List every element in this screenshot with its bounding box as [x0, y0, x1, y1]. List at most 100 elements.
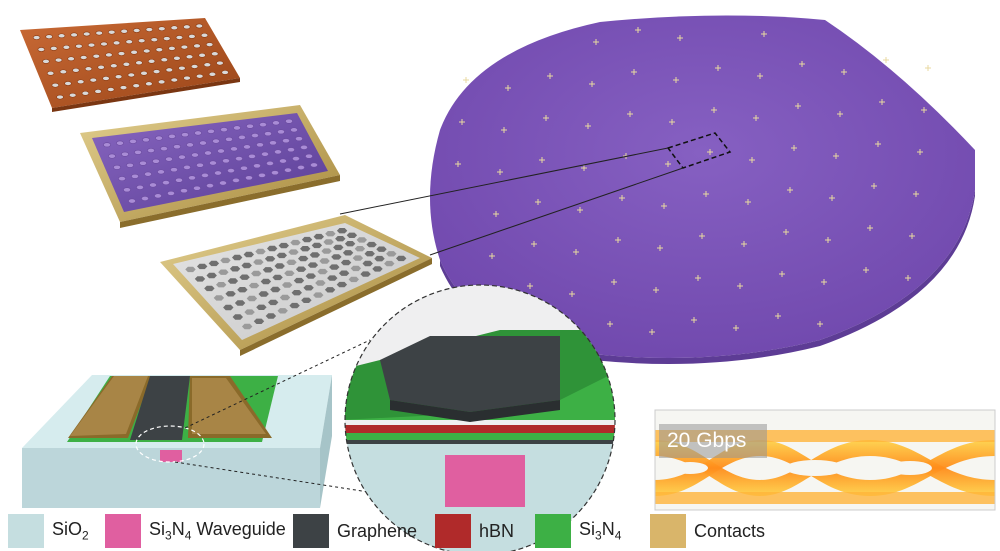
pattern-dot — [147, 58, 156, 64]
alignment-marker — [607, 321, 613, 327]
pattern-dot — [155, 47, 164, 53]
pattern-dot — [118, 176, 126, 182]
pattern-dot — [181, 132, 189, 138]
pattern-dot — [364, 251, 375, 257]
legend-item-si3n4-waveguide: Si3N4 Waveguide — [105, 511, 286, 551]
graphene-strip — [130, 376, 190, 440]
pattern-dot — [229, 266, 241, 272]
alignment-marker — [795, 103, 801, 109]
alignment-marker — [871, 183, 877, 189]
pattern-dot — [183, 24, 191, 30]
pattern-dot — [305, 153, 313, 159]
pattern-dot — [102, 76, 110, 81]
pattern-dot — [152, 69, 161, 74]
pattern-dot — [329, 264, 340, 270]
pattern-dot — [51, 82, 59, 88]
pattern-dot — [255, 248, 266, 255]
pattern-dot — [110, 63, 118, 69]
copper-layer — [20, 18, 240, 108]
alignment-marker — [505, 85, 511, 91]
legend-label: Graphene — [337, 520, 418, 541]
pattern-dot — [208, 71, 217, 77]
alignment-marker — [745, 199, 751, 205]
pattern-dot — [248, 153, 256, 159]
pattern-dot — [46, 70, 55, 76]
pattern-dot — [300, 144, 308, 150]
pattern-dot — [170, 25, 179, 31]
pattern-dot — [76, 79, 85, 85]
pattern-dot — [243, 144, 251, 150]
pattern-dot — [108, 153, 116, 159]
alignment-marker — [913, 191, 919, 197]
pattern-dot — [264, 256, 276, 262]
pattern-dot — [157, 169, 165, 175]
pattern-dot — [223, 304, 234, 311]
pattern-dot — [286, 259, 297, 265]
alignment-marker — [631, 69, 637, 75]
pattern-dot — [175, 35, 184, 40]
pattern-dot — [89, 77, 98, 83]
pattern-dot — [346, 232, 358, 238]
legend-item-contacts: Contacts — [650, 511, 765, 551]
pattern-dot — [79, 55, 88, 60]
alignment-markers — [455, 27, 931, 339]
alignment-marker — [677, 35, 683, 41]
pattern-dot — [145, 27, 154, 32]
alignment-marker — [775, 313, 781, 319]
pattern-dot — [160, 146, 168, 152]
pattern-dot — [243, 251, 254, 258]
pattern-dot — [132, 83, 140, 89]
pattern-dot — [242, 323, 253, 330]
wafer — [430, 15, 975, 358]
pattern-dot — [125, 39, 133, 45]
pattern-dot — [162, 180, 170, 186]
pattern-dot — [191, 152, 199, 158]
pattern-dot — [138, 38, 146, 44]
pattern-dot — [62, 44, 71, 50]
alignment-marker — [917, 149, 923, 155]
alignment-marker — [543, 115, 549, 121]
pattern-dot — [256, 304, 267, 310]
pattern-dot — [264, 131, 272, 137]
pattern-dot — [350, 265, 362, 272]
alignment-marker — [703, 191, 709, 197]
pattern-dot — [214, 170, 222, 176]
pattern-dot — [167, 190, 175, 196]
pattern-dot — [253, 163, 261, 169]
pattern-dot — [362, 260, 373, 267]
legend-swatch — [650, 514, 686, 548]
pattern-dot — [107, 29, 116, 35]
pattern-dot — [234, 300, 246, 306]
pattern-dot — [272, 120, 280, 126]
pattern-dot — [57, 33, 66, 39]
alignment-marker — [699, 233, 705, 239]
pattern-dot — [42, 59, 50, 64]
legend-label: Si3N4 Waveguide — [149, 519, 286, 543]
pattern-dot — [232, 314, 243, 320]
pattern-dot — [173, 55, 181, 61]
pattern-dot — [100, 41, 108, 47]
alignment-marker — [909, 233, 915, 239]
pattern-dot — [154, 193, 162, 199]
pattern-dot — [206, 272, 217, 279]
alignment-marker — [821, 279, 827, 285]
pattern-dot — [136, 184, 144, 190]
pattern-dot — [56, 94, 64, 100]
pattern-dot — [190, 64, 199, 69]
alignment-marker — [863, 267, 869, 273]
pattern-dot — [267, 245, 278, 252]
pattern-dot — [97, 64, 105, 70]
pattern-dot — [239, 274, 250, 280]
pattern-dot — [384, 260, 395, 267]
legend-item-si3n4: Si3N4 — [535, 511, 621, 551]
alignment-marker — [695, 275, 701, 281]
alignment-marker — [825, 237, 831, 243]
pattern-dot — [269, 140, 277, 146]
pattern-dot — [197, 263, 208, 270]
pattern-dot — [194, 276, 206, 282]
pattern-dot — [70, 32, 78, 38]
pattern-dot — [173, 144, 181, 150]
alignment-marker — [627, 111, 633, 117]
pattern-dot — [277, 308, 288, 314]
pattern-dot — [352, 255, 364, 261]
